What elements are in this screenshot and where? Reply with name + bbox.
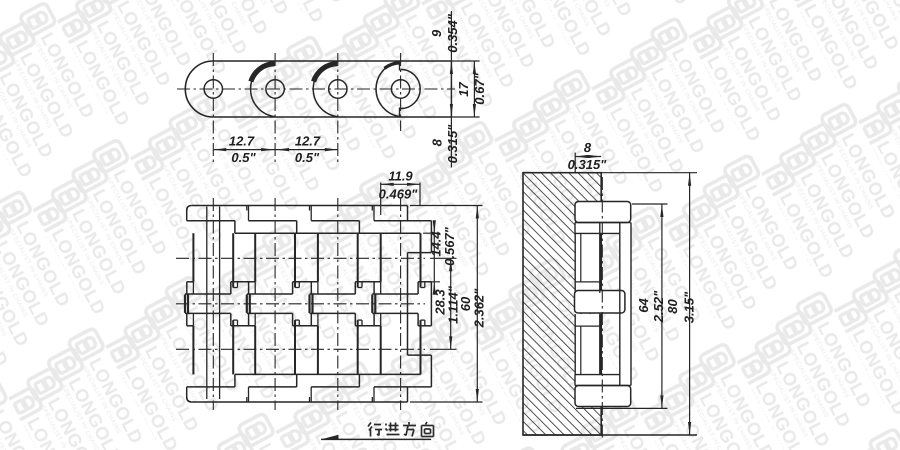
svg-text:17: 17 (456, 82, 471, 97)
svg-text:2.362": 2.362" (472, 288, 487, 329)
svg-text:80: 80 (665, 299, 680, 314)
svg-text:0.315": 0.315" (445, 124, 460, 164)
svg-text:64: 64 (636, 298, 651, 313)
svg-text:0.5": 0.5" (231, 150, 256, 165)
svg-text:2.52": 2.52" (651, 290, 666, 323)
svg-text:0.315": 0.315" (568, 157, 608, 172)
svg-text:3.15": 3.15" (681, 291, 696, 323)
svg-text:0.354": 0.354" (445, 13, 460, 53)
svg-text:14.4: 14.4 (428, 231, 443, 257)
svg-text:9: 9 (429, 29, 444, 37)
svg-text:0.67": 0.67" (472, 72, 487, 104)
svg-text:0.469": 0.469" (379, 187, 419, 202)
svg-text:60: 60 (458, 296, 473, 311)
svg-text:8: 8 (429, 138, 444, 146)
svg-text:28.3: 28.3 (433, 289, 448, 316)
svg-text:1.114": 1.114" (445, 285, 460, 324)
svg-text:0.567": 0.567" (442, 226, 457, 266)
svg-text:0.5": 0.5" (295, 150, 320, 165)
svg-text:12.7: 12.7 (295, 134, 321, 149)
svg-text:8: 8 (584, 140, 592, 155)
svg-text:11.9: 11.9 (388, 169, 413, 184)
svg-text:12.7: 12.7 (229, 134, 255, 149)
